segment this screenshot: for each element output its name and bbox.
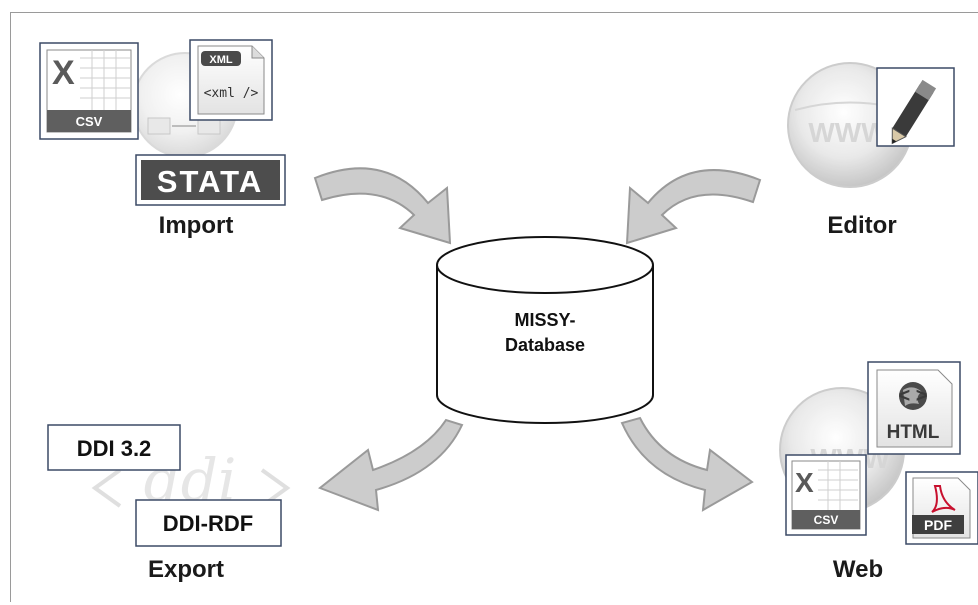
database-label-line2: Database <box>505 335 585 355</box>
web-csv-caption: CSV <box>814 513 839 527</box>
diagram-frame <box>10 12 978 602</box>
export-group: ddi DDI 3.2 DDI-RDF Export <box>47 424 291 583</box>
xml-tag-text: <xml /> <box>204 86 259 101</box>
editor-globe-text: WWW <box>808 117 888 148</box>
pencil-icon <box>876 67 955 147</box>
ddi32-text: DDI 3.2 <box>77 436 152 461</box>
export-label: Export <box>148 556 224 583</box>
editor-label: Editor <box>827 212 896 239</box>
html-caption: HTML <box>887 422 940 443</box>
excel-csv-caption: CSV <box>76 114 103 129</box>
ddi32-box: DDI 3.2 <box>47 424 181 471</box>
pdf-caption: PDF <box>924 517 952 533</box>
arrow-editor-to-db <box>625 169 762 245</box>
html-brackets: < > <box>899 385 928 407</box>
ddirdf-box: DDI-RDF <box>135 499 282 547</box>
arrow-db-to-export <box>317 418 464 512</box>
svg-text:X: X <box>795 467 814 498</box>
excel-csv-icon: X CSV <box>39 42 139 140</box>
database-cylinder: MISSY- Database <box>436 236 654 424</box>
xml-file-icon: XML <xml /> <box>189 39 273 121</box>
editor-group: WWW Editor <box>787 62 955 239</box>
html-file-icon: < > HTML <box>867 361 961 455</box>
pdf-file-icon: PDF <box>905 471 978 545</box>
web-label: Web <box>833 556 883 583</box>
web-excel-csv-icon: X CSV <box>785 454 867 536</box>
stata-logo: STATA <box>135 154 286 206</box>
import-group: X CSV XML <xml /> STATA Import <box>39 39 286 239</box>
ddirdf-text: DDI-RDF <box>163 511 253 536</box>
xml-badge: XML <box>209 54 233 66</box>
import-label: Import <box>159 212 234 239</box>
stata-logo-text: STATA <box>157 164 263 199</box>
web-group: WWW < > HTML X CSV <box>779 361 978 583</box>
arrow-db-to-web <box>620 416 754 512</box>
database-label-line1: MISSY- <box>514 310 575 330</box>
svg-text:X: X <box>52 54 75 92</box>
arrow-import-to-db <box>313 167 452 245</box>
